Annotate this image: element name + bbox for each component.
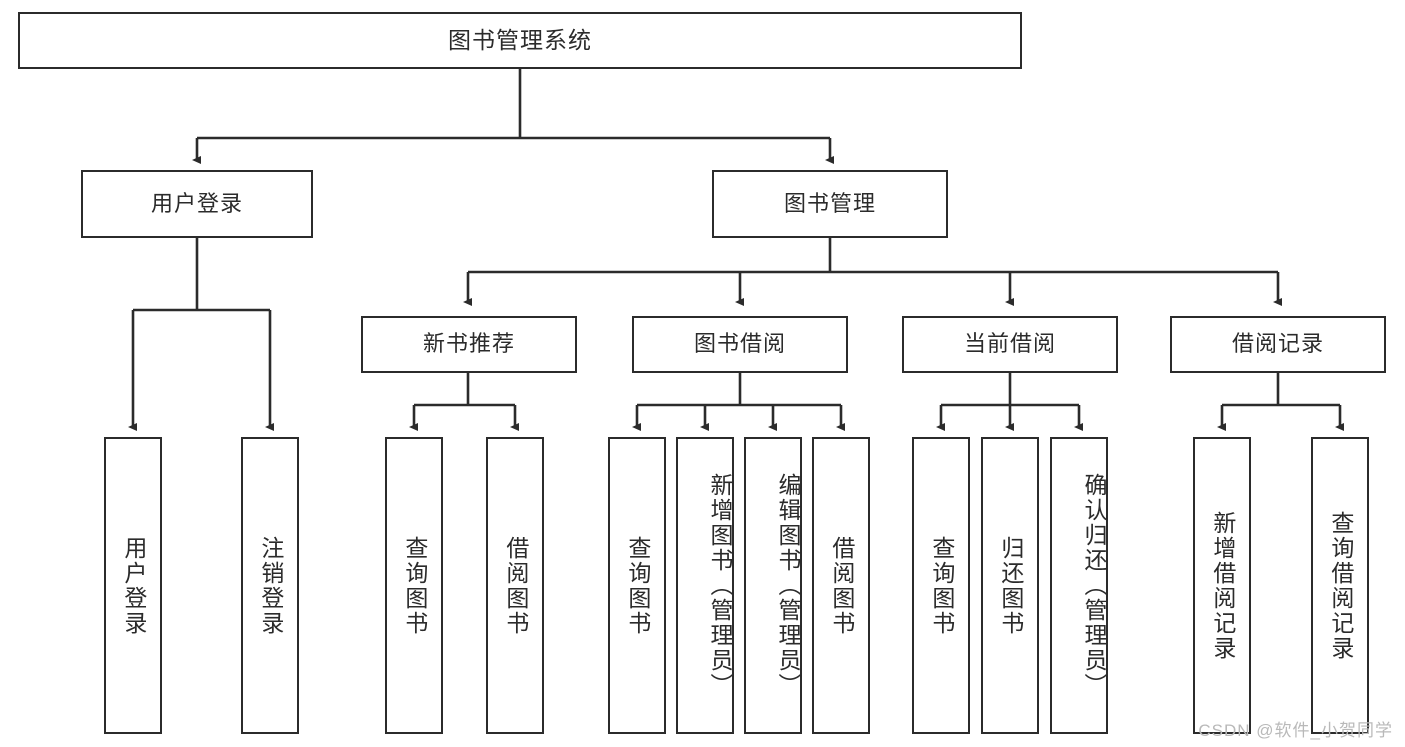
- leaf-label: 查询借阅记录: [1327, 510, 1354, 661]
- leaf-label: 查询图书: [401, 535, 428, 636]
- leaf-borrow-borrow-books[interactable]: 借阅图书: [812, 437, 870, 734]
- leaf-label: 注销登录: [257, 535, 284, 636]
- leaf-label: 确认归还（管理员）: [1081, 473, 1107, 698]
- node-new-book-recommend[interactable]: 新书推荐: [361, 316, 577, 373]
- node-book-borrow[interactable]: 图书借阅: [632, 316, 848, 373]
- watermark-text: CSDN @软件_小贺同学: [1198, 721, 1393, 740]
- leaf-record-add-borrow-record[interactable]: 新增借阅记录: [1193, 437, 1251, 734]
- node-book-management[interactable]: 图书管理: [712, 170, 948, 238]
- node-user-login[interactable]: 用户登录: [81, 170, 313, 238]
- leaf-label: 借阅图书: [828, 535, 855, 636]
- leaf-label: 借阅图书: [502, 535, 529, 636]
- leaf-user-login-login[interactable]: 用户登录: [104, 437, 162, 734]
- leaf-borrow-query-books[interactable]: 查询图书: [608, 437, 666, 734]
- node-label: 用户登录: [150, 190, 243, 216]
- node-label: 图书管理系统: [448, 26, 592, 53]
- node-label: 图书管理: [783, 190, 876, 216]
- node-label: 新书推荐: [422, 331, 515, 357]
- leaf-label: 新增借阅记录: [1209, 510, 1236, 661]
- node-label: 借阅记录: [1231, 331, 1324, 357]
- leaf-label: 编辑图书（管理员）: [775, 473, 801, 698]
- leaf-current-confirm-return-admin[interactable]: 确认归还（管理员）: [1050, 437, 1108, 734]
- leaf-label: 查询图书: [624, 535, 651, 636]
- node-borrow-record[interactable]: 借阅记录: [1170, 316, 1386, 373]
- leaf-label: 归还图书: [997, 535, 1024, 636]
- leaf-borrow-add-book-admin[interactable]: 新增图书（管理员）: [676, 437, 734, 734]
- leaf-new-book-borrow-books[interactable]: 借阅图书: [486, 437, 544, 734]
- node-current-borrow[interactable]: 当前借阅: [902, 316, 1118, 373]
- node-root-book-management-system[interactable]: 图书管理系统: [18, 12, 1022, 69]
- node-label: 当前借阅: [963, 331, 1056, 357]
- leaf-label: 新增图书（管理员）: [707, 473, 733, 698]
- leaf-current-return-books[interactable]: 归还图书: [981, 437, 1039, 734]
- leaf-record-query-borrow-record[interactable]: 查询借阅记录: [1311, 437, 1369, 734]
- leaf-label: 用户登录: [120, 535, 147, 636]
- leaf-current-query-books[interactable]: 查询图书: [912, 437, 970, 734]
- leaf-label: 查询图书: [928, 535, 955, 636]
- node-label: 图书借阅: [693, 331, 786, 357]
- leaf-new-book-query-books[interactable]: 查询图书: [385, 437, 443, 734]
- leaf-borrow-edit-book-admin[interactable]: 编辑图书（管理员）: [744, 437, 802, 734]
- leaf-user-login-logout[interactable]: 注销登录: [241, 437, 299, 734]
